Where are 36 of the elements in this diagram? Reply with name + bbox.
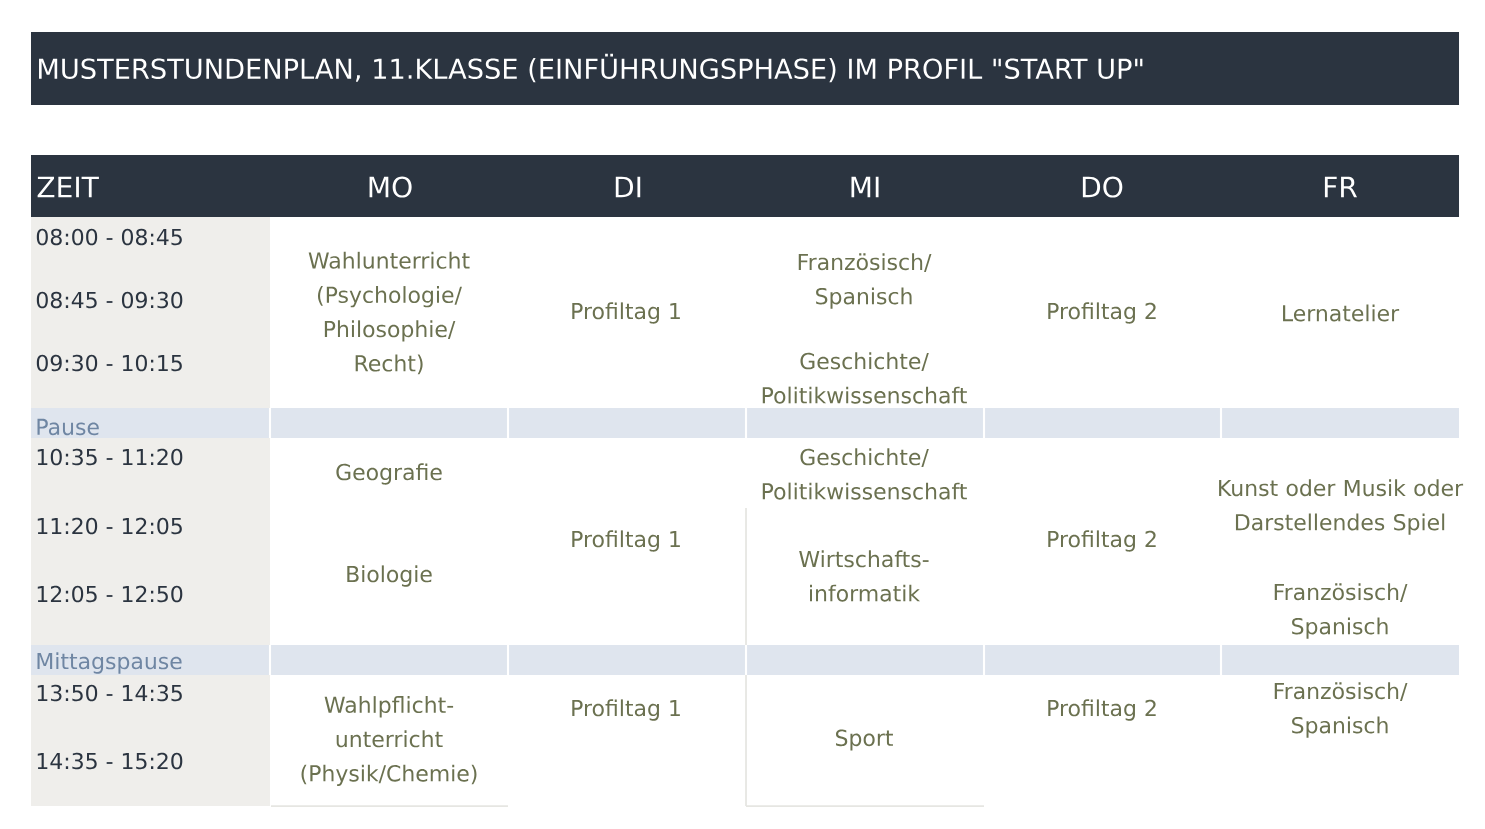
lesson-text: Französisch/ Spanisch (1274, 682, 1408, 738)
lesson-text: Geografie (336, 463, 442, 485)
title-bar: MUSTERSTUNDENPLAN, 11.KLASSE (EINFÜHRUNGSPHASE) IM PROFIL "START UP" (31, 32, 1459, 105)
column-header: DI (615, 176, 641, 198)
lesson-text: Wirtschafts- informatik (799, 550, 929, 602)
lesson-text: Profiltag 1 (572, 530, 680, 552)
lesson-text: Wahlpflicht- unterricht (Physik/Chemie) (301, 696, 477, 786)
time-slot: 10:35 - 11:20 (37, 448, 183, 466)
time-slot: 13:50 - 14:35 (37, 684, 182, 702)
time-slot: 12:05 - 12:50 (37, 585, 183, 603)
time-slot: 08:45 - 09:30 (36, 291, 183, 309)
column-header: MI (851, 176, 879, 198)
column-header: MO (369, 176, 412, 198)
lesson-text: Geschichte/ Politikwissenschaft (762, 352, 967, 404)
time-slot: 11:20 - 12:05 (37, 517, 182, 535)
lesson-text: Wahlunterricht (Psychologie/ Philosophie/ Recht) (308, 251, 470, 375)
time-slot: 09:30 - 10:15 (36, 354, 182, 372)
time-slot: 08:00 - 08:45 (36, 228, 182, 246)
lesson-text: Geschichte/ Politikwissenschaft (762, 448, 967, 500)
lesson-text: Profiltag 1 (572, 302, 680, 324)
lesson-text: Französisch/ Spanisch (1274, 583, 1408, 639)
column-header: DO (1082, 176, 1123, 198)
lesson-text: Profiltag 1 (572, 699, 680, 721)
lesson-text: Profiltag 2 (1048, 699, 1156, 721)
lesson-text: Biologie (347, 565, 432, 587)
time-slot: 14:35 - 15:20 (37, 752, 183, 770)
break-label: Pause (37, 418, 99, 436)
lesson-text: Sport (836, 729, 893, 751)
lesson-text: Kunst oder Musik oder Darstellendes Spiel (1219, 479, 1464, 535)
column-header: ZEIT (37, 176, 99, 198)
column-header: FR (1324, 176, 1358, 198)
lesson-text: Profiltag 2 (1048, 530, 1156, 552)
lesson-text: Profiltag 2 (1048, 302, 1156, 324)
lesson-text: Französisch/ Spanisch (798, 253, 932, 309)
lesson-text: Lernatelier (1283, 304, 1400, 322)
break-label: Mittagspause (37, 652, 182, 674)
